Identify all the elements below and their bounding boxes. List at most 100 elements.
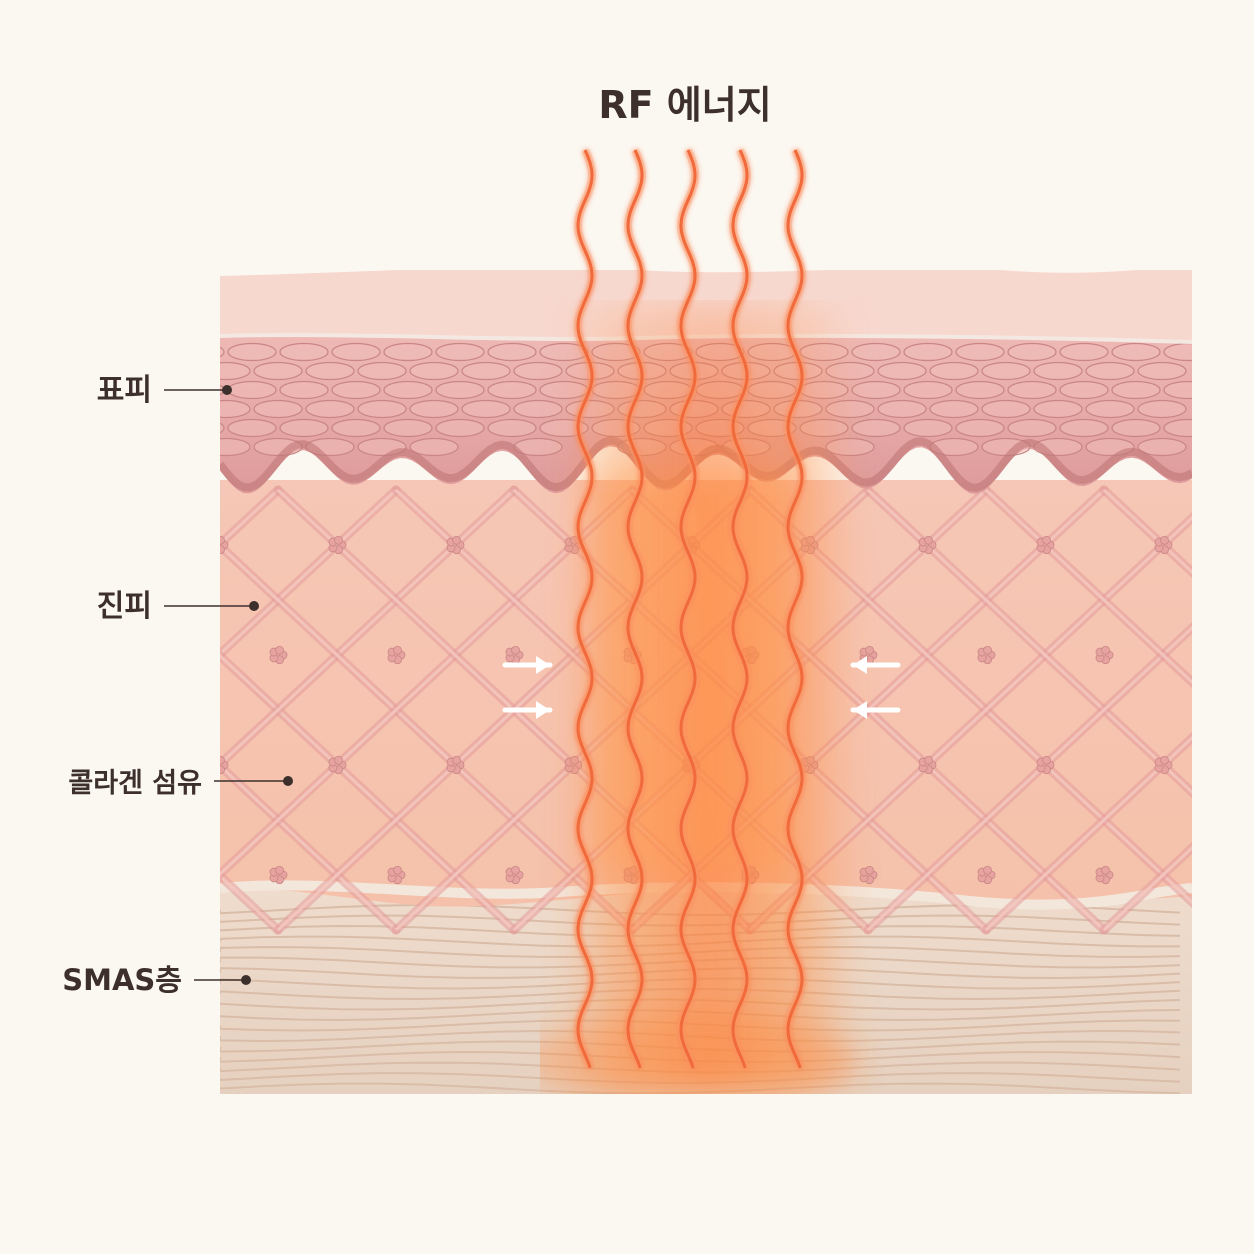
collagen-knot	[977, 865, 996, 885]
layer-labels: 표피 진피 콜라겐 섬유 SMAS층	[62, 373, 293, 997]
epidermis-cell	[955, 418, 1005, 438]
collagen-knot	[93, 536, 110, 554]
epidermis-cell	[487, 418, 537, 438]
epidermis-cell	[1137, 361, 1187, 381]
epidermis-cell	[331, 342, 381, 362]
collagen-fiber	[1222, 490, 1254, 930]
collagen-fiber	[1222, 490, 1254, 930]
collagen-knot	[1154, 755, 1173, 775]
rf-wave-icon	[573, 148, 597, 1070]
label-smas: SMAS층	[62, 963, 251, 997]
epidermis-cell	[461, 399, 511, 419]
epidermis-cell	[305, 399, 355, 419]
collagen-fiber	[0, 490, 160, 930]
collagen-knot	[387, 865, 406, 885]
epidermis-cell	[383, 418, 433, 438]
epidermis-cell	[1007, 380, 1057, 400]
epidermis-cell	[1085, 361, 1135, 381]
pointer-dot	[222, 385, 232, 395]
rf-wave-icon	[783, 148, 807, 1070]
epidermis-cell	[1033, 399, 1083, 419]
epidermis-cell	[1007, 418, 1057, 438]
epidermis-cell	[903, 418, 953, 438]
epidermis-cell	[409, 437, 459, 457]
pointer-dot	[283, 776, 293, 786]
epidermis-cell	[513, 361, 563, 381]
collagen-fiber	[981, 485, 1192, 689]
collagen-knot	[446, 535, 465, 555]
collagen-knot	[269, 645, 288, 665]
collagen-knot	[34, 646, 51, 664]
rf-wave-icon	[623, 148, 647, 1070]
epidermis-cell	[1163, 342, 1192, 362]
epidermis-cell	[305, 361, 355, 381]
collagen-fiber	[1099, 841, 1192, 935]
contraction-arrow-icon	[850, 701, 901, 719]
label-epidermis-text: 표피	[97, 373, 152, 408]
epidermis-cell	[877, 361, 927, 381]
collagen-fiber	[220, 485, 519, 771]
epidermis-cell	[461, 361, 511, 381]
epidermis-cell	[220, 361, 251, 381]
collagen-knot	[328, 755, 347, 775]
collagen-knot	[1036, 535, 1055, 555]
epidermis-cell	[253, 361, 303, 381]
label-epidermis: 표피	[97, 373, 232, 408]
epidermis-cell	[487, 342, 537, 362]
epidermis-cell	[1059, 418, 1109, 438]
label-smas-text: SMAS층	[62, 963, 182, 997]
collagen-knot	[1214, 866, 1231, 884]
collagen-fiber	[220, 759, 401, 935]
epidermis-cell	[435, 418, 485, 438]
label-collagen-text: 콜라겐 섬유	[68, 768, 202, 799]
epidermis-cell	[1059, 380, 1109, 400]
epidermis-cell	[383, 380, 433, 400]
epidermis-cell	[1085, 399, 1135, 419]
epidermis-cell	[1111, 342, 1161, 362]
epidermis-cell	[955, 380, 1005, 400]
collagen-fiber	[0, 490, 42, 930]
collagen-knot	[505, 645, 524, 665]
epidermis-cell	[1033, 361, 1083, 381]
epidermis-cell	[279, 342, 329, 362]
epidermis-cell	[981, 361, 1031, 381]
epidermis-cell	[409, 361, 459, 381]
collagen-knot	[918, 535, 937, 555]
epidermis-cell	[1163, 418, 1192, 438]
collagen-knot	[859, 865, 878, 885]
epidermis-cell	[1137, 437, 1187, 457]
collagen-knot	[1095, 645, 1114, 665]
contraction-arrow-icon	[850, 656, 901, 674]
collagen-knot	[387, 645, 406, 665]
epidermis-cell	[357, 361, 407, 381]
collagen-knot	[1036, 755, 1055, 775]
epidermis-cell	[279, 380, 329, 400]
epidermis-cell	[383, 342, 433, 362]
epidermis-cell	[409, 399, 459, 419]
epidermis-cell	[227, 342, 277, 362]
epidermis-cell	[981, 399, 1031, 419]
rf-energy-waves	[573, 148, 807, 1070]
collagen-knot	[328, 535, 347, 555]
epidermis-cell	[227, 380, 277, 400]
epidermis-cell	[877, 399, 927, 419]
collagen-fiber	[0, 490, 42, 930]
epidermis-cell	[435, 380, 485, 400]
epidermis-cell	[1059, 342, 1109, 362]
epidermis-cell	[487, 380, 537, 400]
collagen-knot	[220, 535, 229, 555]
epidermis-cell	[1007, 342, 1057, 362]
collagen-knot	[1154, 535, 1173, 555]
collagen-fiber	[220, 485, 401, 661]
epidermis-cell	[331, 380, 381, 400]
epidermis-cell	[1137, 399, 1187, 419]
epidermis-cell	[435, 342, 485, 362]
rf-wave-icon	[676, 148, 700, 1070]
collagen-knot	[446, 755, 465, 775]
collagen-contraction-arrows	[502, 656, 901, 719]
epidermis-cell	[903, 342, 953, 362]
collagen-knot	[152, 646, 169, 664]
epidermis-cell	[279, 418, 329, 438]
collagen-knot	[977, 645, 996, 665]
